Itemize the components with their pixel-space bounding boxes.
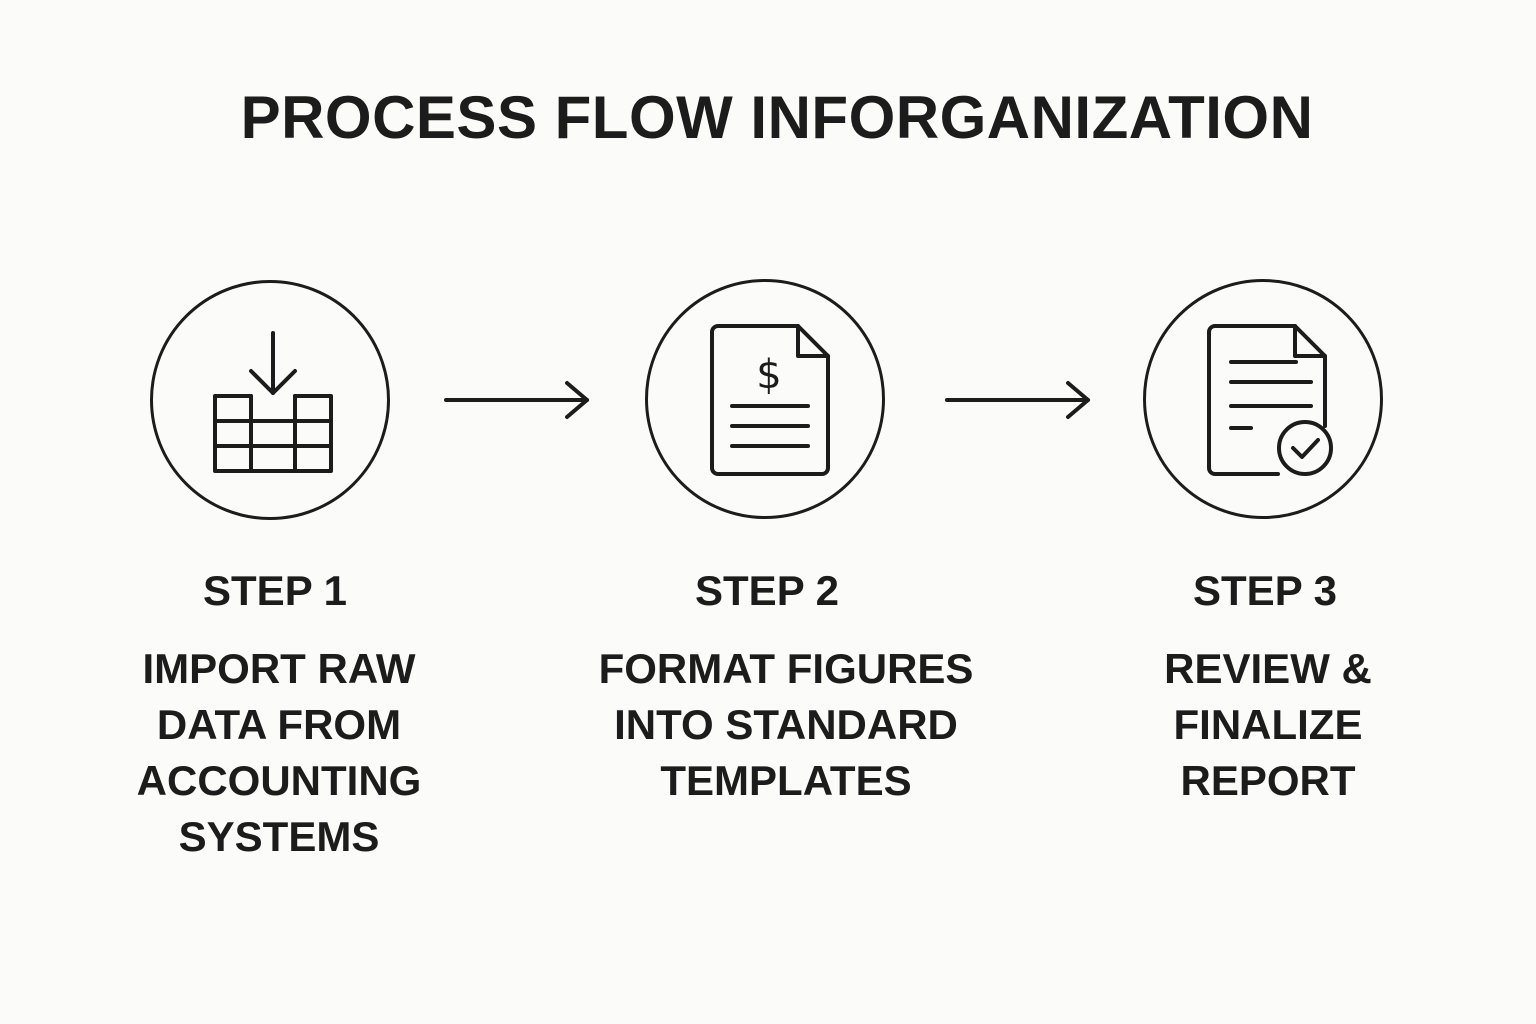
arrow-right-icon — [945, 381, 1090, 419]
step-2-label: STEP 2 — [695, 567, 839, 614]
step-2-description: FORMAT FIGURES INTO STANDARD TEMPLATES — [598, 645, 974, 804]
step-1-description: IMPORT RAW DATA FROM ACCOUNTING SYSTEMS — [136, 645, 422, 860]
step-1-circle — [150, 280, 390, 520]
step-2-circle: $ — [645, 279, 885, 519]
step-1-label: STEP 1 — [203, 567, 347, 614]
checked-document-icon — [1207, 324, 1333, 476]
arrow-right-icon — [444, 381, 589, 419]
dollar-document-icon: $ — [710, 324, 830, 476]
svg-text:$: $ — [756, 352, 781, 398]
step-3-description: REVIEW & FINALIZE REPORT — [1164, 645, 1372, 804]
download-table-icon — [213, 331, 333, 473]
page-title: PROCESS FLOW INFORGANIZATION — [240, 84, 1314, 151]
step-3-circle — [1143, 279, 1383, 519]
step-3-label: STEP 3 — [1193, 567, 1337, 614]
